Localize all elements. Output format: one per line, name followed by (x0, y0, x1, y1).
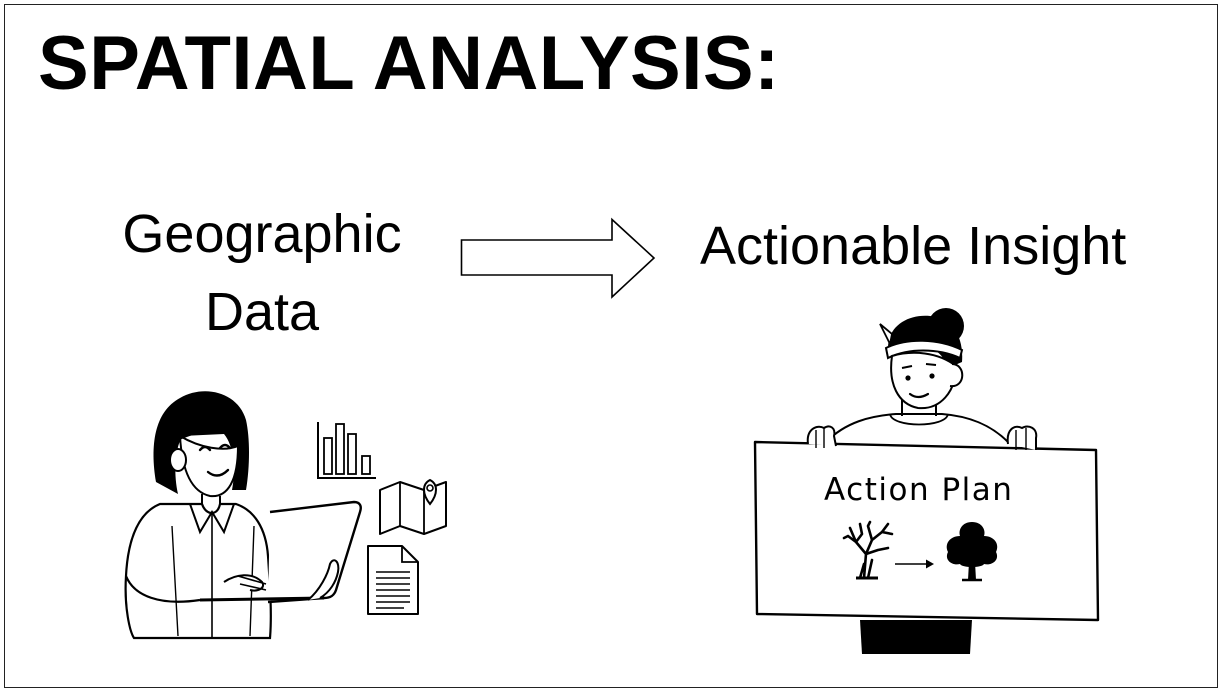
woman-holding-sign-illustration: Action Plan (753, 308, 1100, 654)
woman-with-laptop-illustration (124, 391, 362, 640)
document-icon (367, 545, 419, 615)
small-right-arrow-icon (895, 559, 934, 569)
bare-tree-icon (842, 520, 894, 580)
folded-map-pin-icon (379, 478, 447, 535)
output-label: Actionable Insight (700, 216, 1127, 276)
input-label-line1: Geographic (122, 204, 402, 264)
input-label-line2: Data (204, 281, 320, 342)
slide-title: SPATIAL ANALYSIS: (38, 21, 780, 106)
leafy-tree-icon (946, 522, 998, 582)
input-label: Geographic Data (112, 196, 412, 352)
bar-chart-icon (317, 422, 376, 479)
sign-text: Action Plan (824, 472, 1013, 508)
right-arrow-outline-icon (460, 217, 656, 299)
